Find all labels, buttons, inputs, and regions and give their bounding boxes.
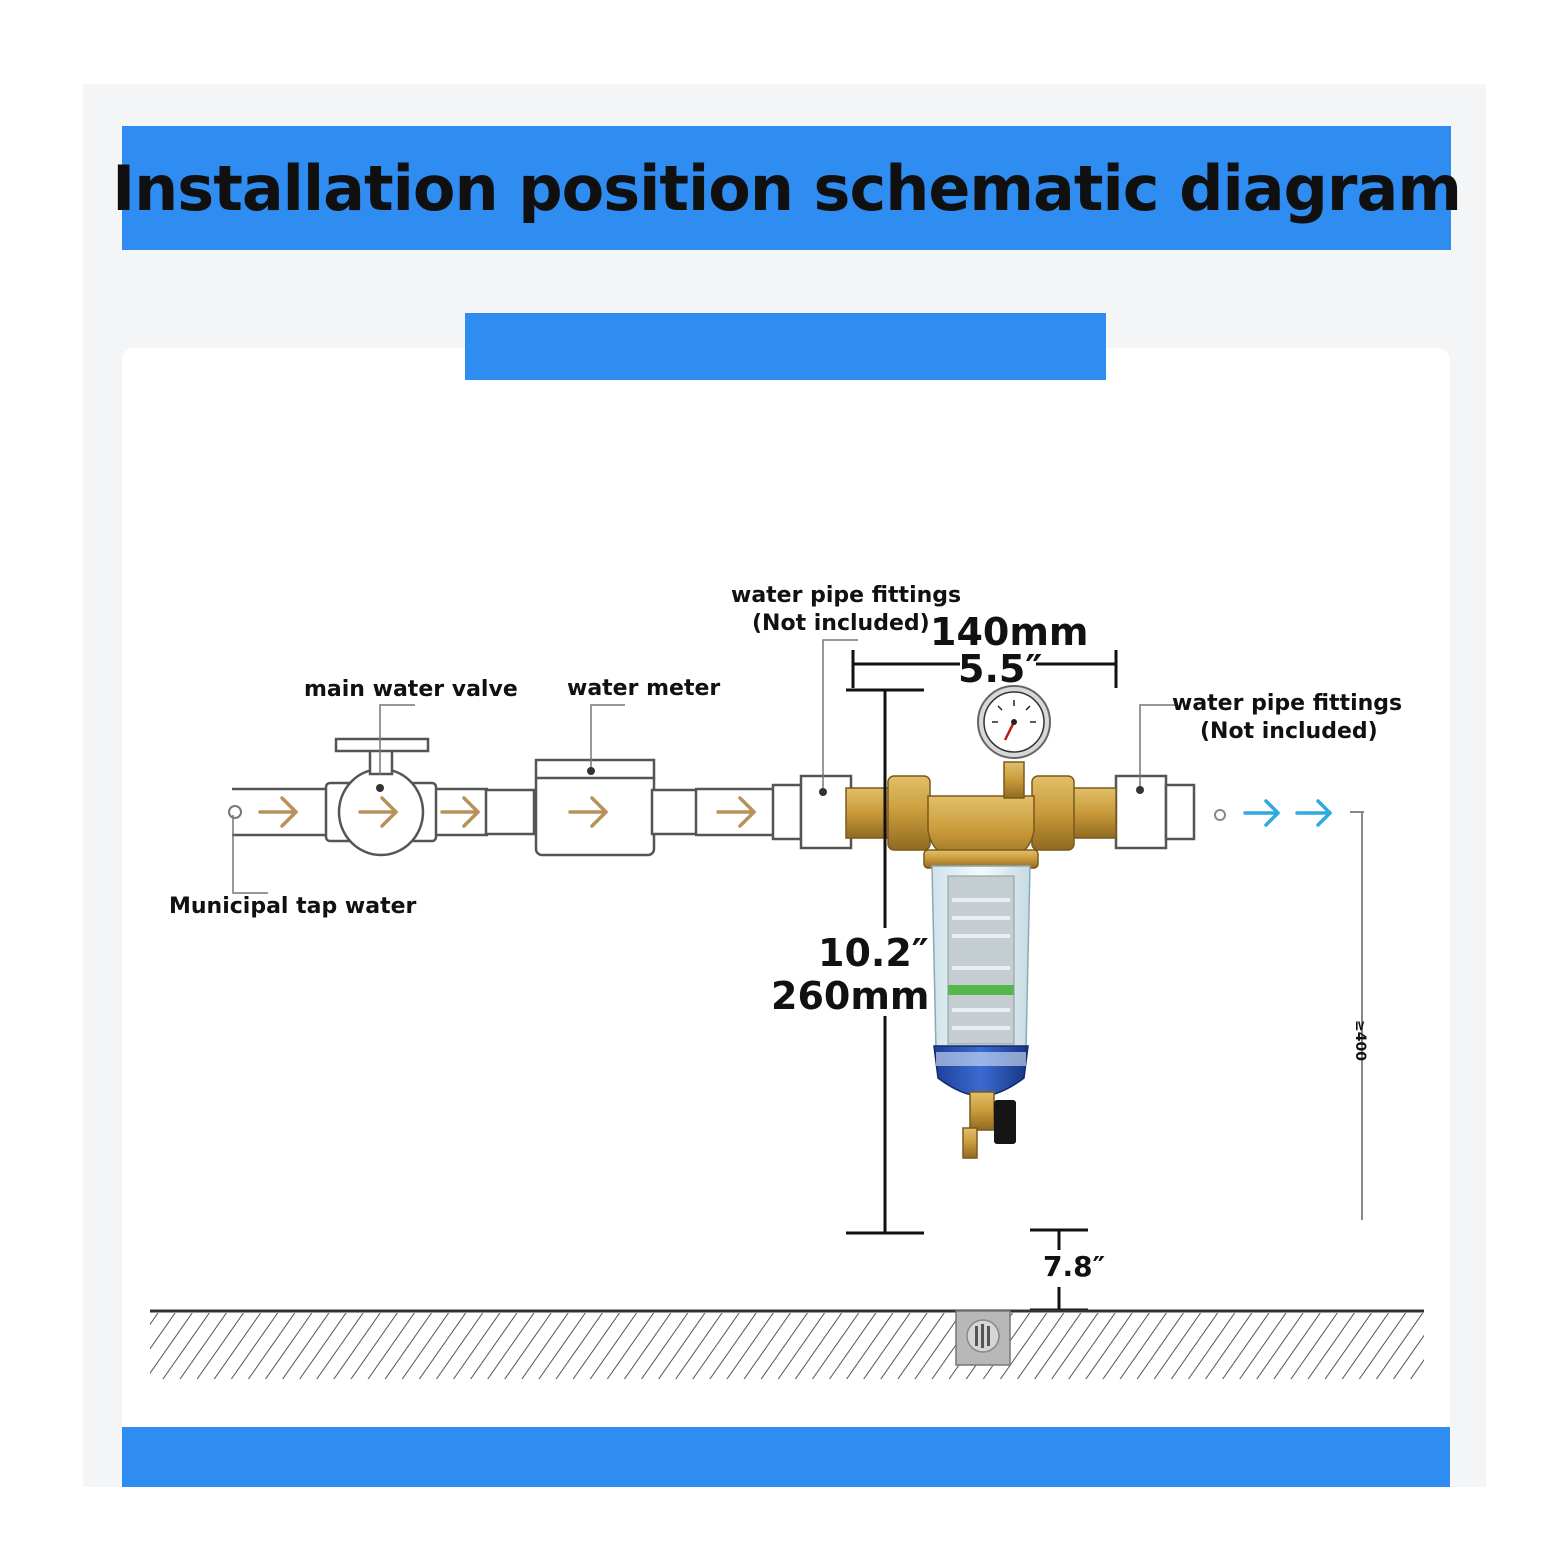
flow-arrow xyxy=(1243,799,1280,827)
left-pipe-fitting xyxy=(771,639,858,850)
dim-floor-gap: 7.8″ xyxy=(1043,1250,1105,1283)
dim-height-mm: 260mm xyxy=(771,974,930,1018)
min-height-dimension-line xyxy=(1350,811,1364,1220)
label-left-fittings-line1: water pipe fittings xyxy=(731,583,961,608)
dim-width-mm: 140mm xyxy=(930,610,1089,654)
height-dimension-line xyxy=(846,688,924,1235)
subtitle-banner xyxy=(465,313,1106,380)
water-meter xyxy=(534,704,698,857)
label-municipal-tap-water: Municipal tap water xyxy=(169,894,417,919)
floor xyxy=(150,1309,1424,1379)
dim-height-in: 10.2″ xyxy=(818,931,929,975)
main-water-valve xyxy=(324,704,438,857)
municipal-inlet-marker xyxy=(228,805,268,894)
floor-drain xyxy=(955,1310,1011,1366)
width-dimension-line xyxy=(851,650,1118,688)
label-main-water-valve: main water valve xyxy=(304,677,518,702)
label-water-meter: water meter xyxy=(567,676,720,701)
title-banner: Installation position schematic diagram xyxy=(112,126,1462,250)
diagram-title: Installation position schematic diagram xyxy=(112,151,1462,225)
pipe-coupling xyxy=(484,788,536,836)
prefilter-unit xyxy=(845,685,1117,1159)
label-right-fittings-line2: (Not included) xyxy=(1200,719,1378,744)
flow-arrow xyxy=(568,796,608,828)
footer-banner xyxy=(122,1427,1450,1487)
flow-arrow xyxy=(440,796,480,828)
dim-width-in: 5.5″ xyxy=(958,647,1042,691)
flow-arrows-outlet xyxy=(1214,799,1332,827)
flow-arrow xyxy=(1295,799,1332,827)
flow-arrow xyxy=(358,796,398,828)
diagram-card xyxy=(122,348,1450,1440)
label-left-fittings-line2: (Not included) xyxy=(752,611,930,636)
right-pipe-fitting xyxy=(1114,704,1196,850)
dim-min-height: ≥400 xyxy=(1352,1020,1368,1061)
inlet-pipe xyxy=(232,787,775,837)
flow-arrows-inlet xyxy=(258,796,756,828)
flow-arrow xyxy=(258,796,298,828)
flow-arrow xyxy=(716,796,756,828)
label-right-fittings-line1: water pipe fittings xyxy=(1172,691,1402,716)
